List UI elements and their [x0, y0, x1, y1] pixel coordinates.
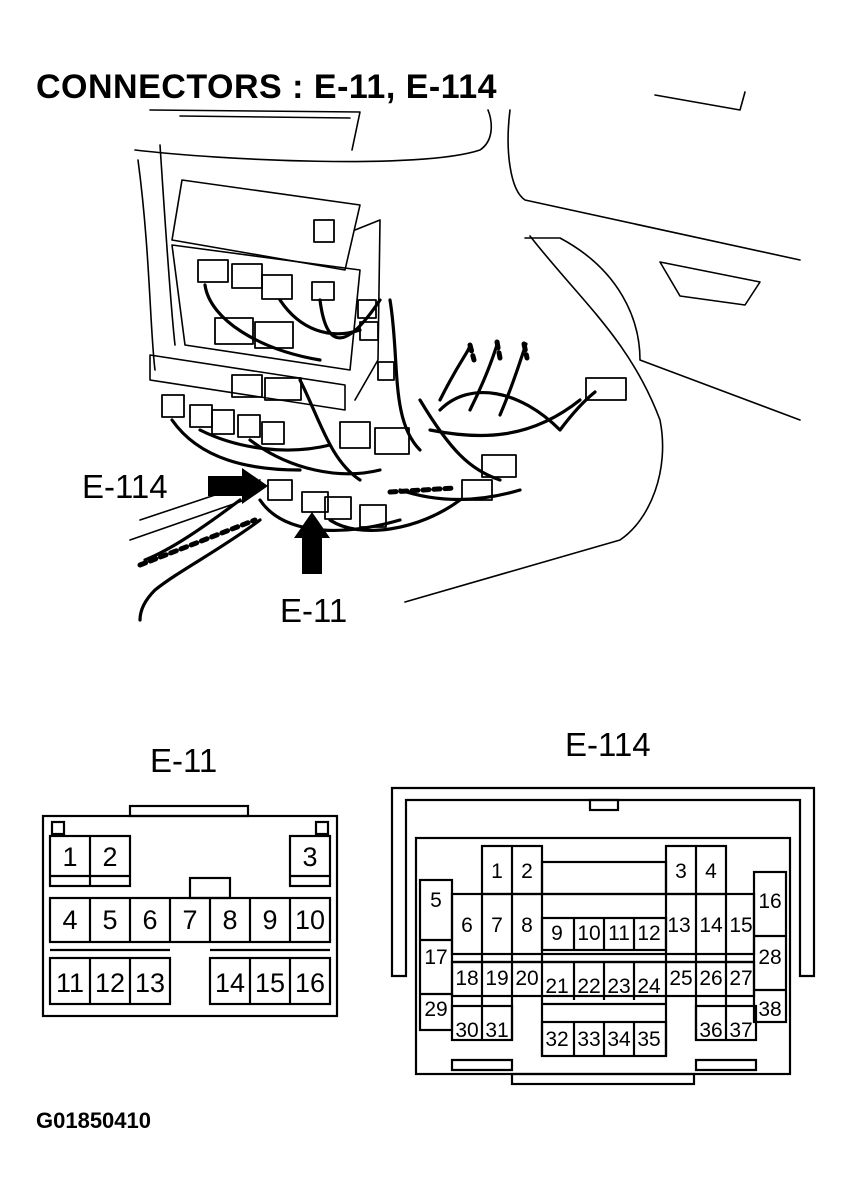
e11-pin-8: 8 [222, 905, 237, 935]
e114-pin-1: 1 [491, 860, 503, 883]
e114-pin-11: 11 [608, 922, 630, 945]
e11-pin-4: 4 [62, 905, 77, 935]
e11-pin-6: 6 [142, 905, 157, 935]
e114-pin-14: 14 [699, 914, 723, 937]
e114-connector-title: E-114 [565, 726, 651, 763]
e114-pin-15: 15 [729, 914, 752, 937]
e11-pin-2: 2 [102, 842, 117, 872]
e114-arrow [208, 468, 268, 504]
e114-pin-12: 12 [637, 922, 660, 945]
e114-pin-7: 7 [491, 914, 503, 937]
figure-code: G01850410 [36, 1108, 151, 1133]
e114-pin-22: 22 [577, 975, 600, 998]
e114-pin-30: 30 [455, 1019, 478, 1042]
e114-pin-5: 5 [430, 889, 442, 912]
e114-pin-19: 19 [485, 967, 508, 990]
e11-pin-15: 15 [255, 968, 285, 998]
e114-pin-27: 27 [729, 967, 752, 990]
e114-pin-3: 3 [675, 860, 687, 883]
e11-pin-7: 7 [182, 905, 197, 935]
e114-pin-32: 32 [545, 1028, 568, 1051]
e11-pin-5: 5 [102, 905, 117, 935]
e114-pin-4: 4 [705, 860, 717, 883]
page-title: CONNECTORS : E-11, E-114 [36, 68, 498, 106]
e114-pin-24: 24 [637, 975, 661, 998]
e114-pin-31: 31 [485, 1019, 508, 1042]
e11-arrow [294, 512, 330, 574]
e114-pin-9: 9 [551, 922, 563, 945]
e11-pin-12: 12 [95, 968, 125, 998]
e11-pin-11: 11 [56, 968, 84, 998]
e114-pin-21: 21 [545, 975, 568, 998]
e114-pin-18: 18 [455, 967, 478, 990]
e114-pin-10: 10 [577, 922, 600, 945]
e114-pin-38: 38 [758, 998, 781, 1021]
e11-callout-label: E-11 [280, 592, 348, 629]
e114-pin-17: 17 [424, 946, 447, 969]
e114-callout-label: E-114 [82, 468, 168, 505]
e11-pin-14: 14 [215, 968, 245, 998]
e114-pin-26: 26 [699, 967, 722, 990]
e114-pin-36: 36 [699, 1019, 722, 1042]
e114-pin-28: 28 [758, 946, 781, 969]
e11-pin-16: 16 [295, 968, 325, 998]
e114-pin-25: 25 [669, 967, 692, 990]
e114-pin-2: 2 [521, 860, 533, 883]
e114-pin-35: 35 [637, 1028, 660, 1051]
e114-pin-37: 37 [729, 1019, 752, 1042]
e114-pin-23: 23 [607, 975, 630, 998]
e114-pin-8: 8 [521, 914, 533, 937]
e11-pin-1: 1 [62, 842, 77, 872]
e11-pin-13: 13 [135, 968, 165, 998]
e11-pin-3: 3 [302, 842, 317, 872]
e11-pin-9: 9 [262, 905, 277, 935]
e114-pin-29: 29 [424, 998, 447, 1021]
e114-pin-13: 13 [667, 914, 690, 937]
e114-pin-33: 33 [577, 1028, 600, 1051]
e114-pin-6: 6 [461, 914, 473, 937]
e11-connector-title: E-11 [150, 742, 218, 779]
e114-pin-20: 20 [515, 967, 538, 990]
e114-pin-16: 16 [758, 890, 781, 913]
e114-pin-34: 34 [607, 1028, 631, 1051]
e11-pin-10: 10 [295, 905, 325, 935]
